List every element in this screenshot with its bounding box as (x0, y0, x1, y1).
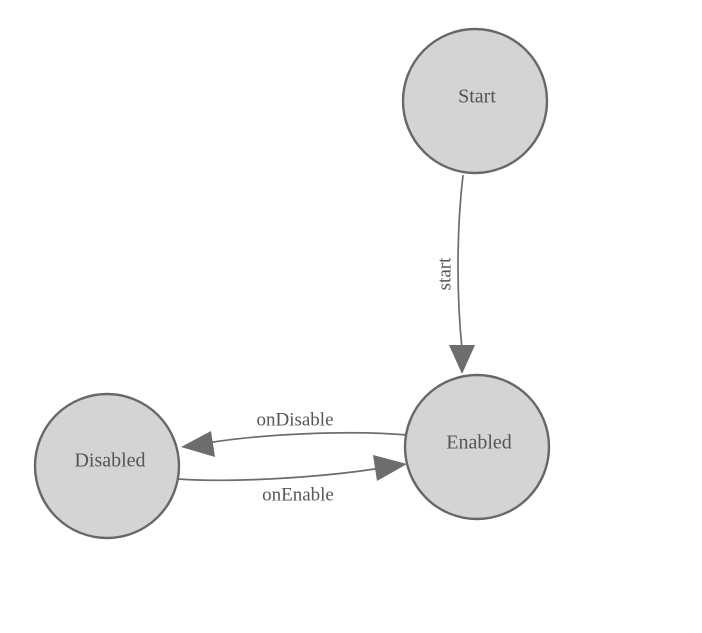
edge-disabled-to-enabled-line (177, 467, 382, 482)
state-node-start-circle (401, 27, 549, 175)
edge-label-onenable: onEnable (262, 484, 334, 505)
state-node-start-label: Start (458, 86, 496, 108)
state-node-disabled-circle (33, 392, 181, 540)
edge-start-to-enabled-line (457, 174, 464, 350)
state-node-enabled-label: Enabled (446, 432, 512, 454)
state-node-enabled-circle (403, 373, 551, 521)
state-node-start[interactable]: Start (401, 27, 549, 175)
edge-enabled-to-disabled-line (206, 431, 409, 444)
state-node-disabled[interactable]: Disabled (33, 392, 181, 540)
state-node-enabled[interactable]: Enabled (403, 373, 551, 521)
edge-disabled-to-enabled[interactable]: onEnable (177, 455, 407, 505)
edge-start-to-enabled[interactable]: start (434, 174, 475, 374)
edge-enabled-to-disabled[interactable]: onDisable (181, 409, 409, 457)
edge-label-ondisable: onDisable (256, 409, 333, 430)
edge-enabled-to-disabled-arrowhead (181, 431, 215, 457)
edge-label-start: start (434, 257, 455, 290)
edge-disabled-to-enabled-arrowhead (373, 455, 407, 481)
state-node-disabled-label: Disabled (74, 450, 145, 472)
edge-start-to-enabled-arrowhead (449, 345, 475, 374)
